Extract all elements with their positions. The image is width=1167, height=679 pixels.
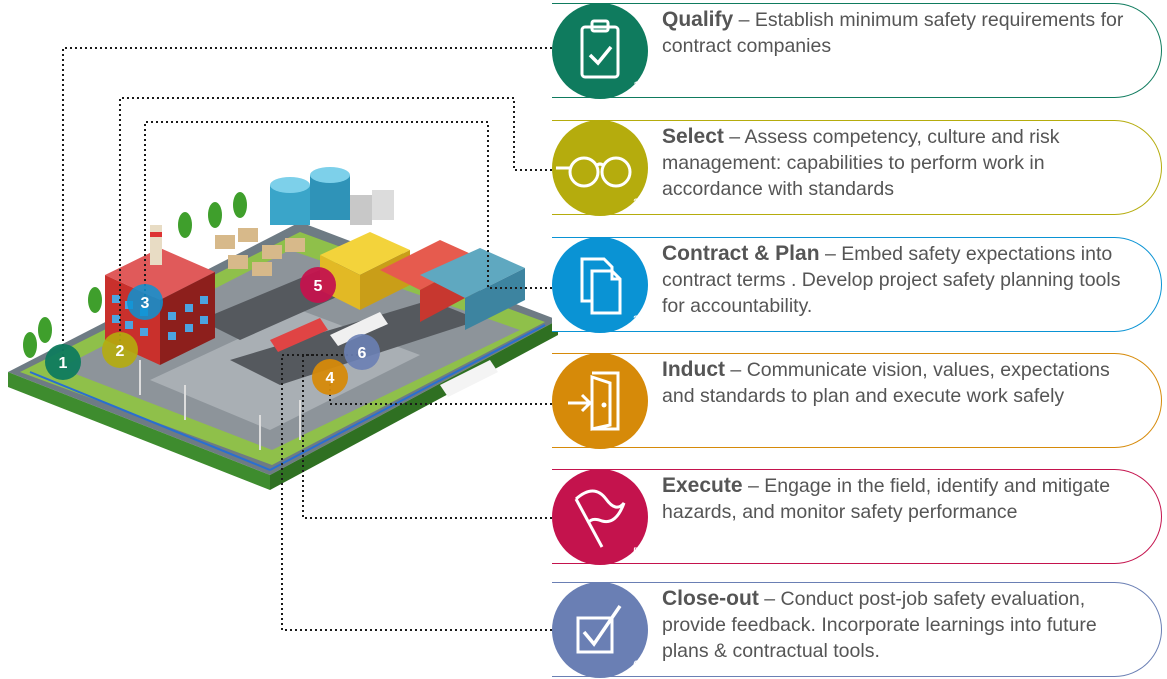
step-number: 1 [633, 79, 640, 93]
step-card [552, 353, 1162, 448]
step-text: Close-out – Conduct post-job safety eval… [662, 586, 1142, 664]
step-title: Qualify [662, 8, 734, 31]
step-dash: – [742, 475, 765, 497]
step-text: Contract & Plan – Embed safety expectati… [662, 241, 1142, 319]
step-circle: 5 [552, 469, 648, 565]
step-title: Contract & Plan [662, 242, 820, 265]
step-contract-plan[interactable]: 3 Contract & Plan – Embed safety expecta… [552, 237, 1164, 334]
marker-number: 3 [141, 295, 150, 312]
step-description: Conduct post-job safety evaluation, prov… [662, 588, 1097, 662]
step-text: Induct – Communicate vision, values, exp… [662, 357, 1142, 409]
step-number: 5 [633, 545, 640, 559]
marker-5[interactable]: 5 [300, 267, 336, 303]
step-circle: 2 [552, 120, 648, 216]
step-text: Execute – Engage in the field, identify … [662, 473, 1142, 525]
glasses-icon [556, 156, 632, 188]
step-induct[interactable]: 4 Induct – Communicate vision, values, e… [552, 353, 1164, 450]
step-select[interactable]: 2 Select – Assess competency, culture an… [552, 120, 1164, 217]
step-dash: – [758, 588, 781, 610]
marker-number: 4 [326, 370, 335, 387]
marker-number: 5 [314, 278, 323, 295]
step-circle: 6 [552, 582, 648, 678]
marker-number: 6 [358, 345, 367, 362]
step-description: Engage in the field, identify and mitiga… [662, 475, 1111, 523]
step-card [552, 469, 1162, 564]
step-description: Establish minimum safety requirements fo… [662, 9, 1124, 57]
documents-icon [580, 257, 622, 315]
step-text: Select – Assess competency, culture and … [662, 124, 1142, 202]
step-dash: – [819, 243, 842, 265]
step-circle: 3 [552, 237, 648, 333]
step-number: 6 [633, 658, 640, 672]
step-dash: – [725, 359, 747, 381]
step-dash: – [723, 126, 745, 148]
step-dash: – [733, 9, 755, 31]
step-title: Execute [662, 474, 743, 497]
step-qualify[interactable]: 1 Qualify – Establish minimum safety req… [552, 3, 1164, 100]
marker-number: 2 [116, 343, 125, 360]
step-title: Induct [662, 358, 725, 381]
step-card [552, 237, 1162, 332]
marker-6[interactable]: 6 [344, 334, 380, 370]
marker-number: 1 [59, 355, 68, 372]
step-close-out[interactable]: 6 Close-out – Conduct post-job safety ev… [552, 582, 1164, 679]
marker-4[interactable]: 4 [312, 359, 348, 395]
step-number: 4 [633, 429, 640, 443]
step-number: 2 [633, 196, 640, 210]
step-card [552, 120, 1162, 215]
step-title: Select [662, 125, 724, 148]
flag-icon [574, 489, 626, 548]
step-card [552, 3, 1162, 98]
checkbox-icon [576, 605, 622, 654]
step-title: Close-out [662, 587, 759, 610]
step-number: 3 [633, 313, 640, 327]
marker-3[interactable]: 3 [127, 284, 163, 320]
step-text: Qualify – Establish minimum safety requi… [662, 7, 1142, 59]
marker-2[interactable]: 2 [102, 332, 138, 368]
step-execute[interactable]: 5 Execute – Engage in the field, identif… [552, 469, 1164, 566]
step-description: Assess competency, culture and risk mana… [662, 126, 1060, 200]
marker-1[interactable]: 1 [45, 344, 81, 380]
step-circle: 1 [552, 3, 648, 99]
step-circle: 4 [552, 353, 648, 449]
door-enter-icon [568, 371, 620, 431]
clipboard-check-icon [580, 19, 620, 79]
step-description: Embed safety expectations into contract … [662, 243, 1121, 317]
step-description: Communicate vision, values, expectations… [662, 359, 1110, 407]
